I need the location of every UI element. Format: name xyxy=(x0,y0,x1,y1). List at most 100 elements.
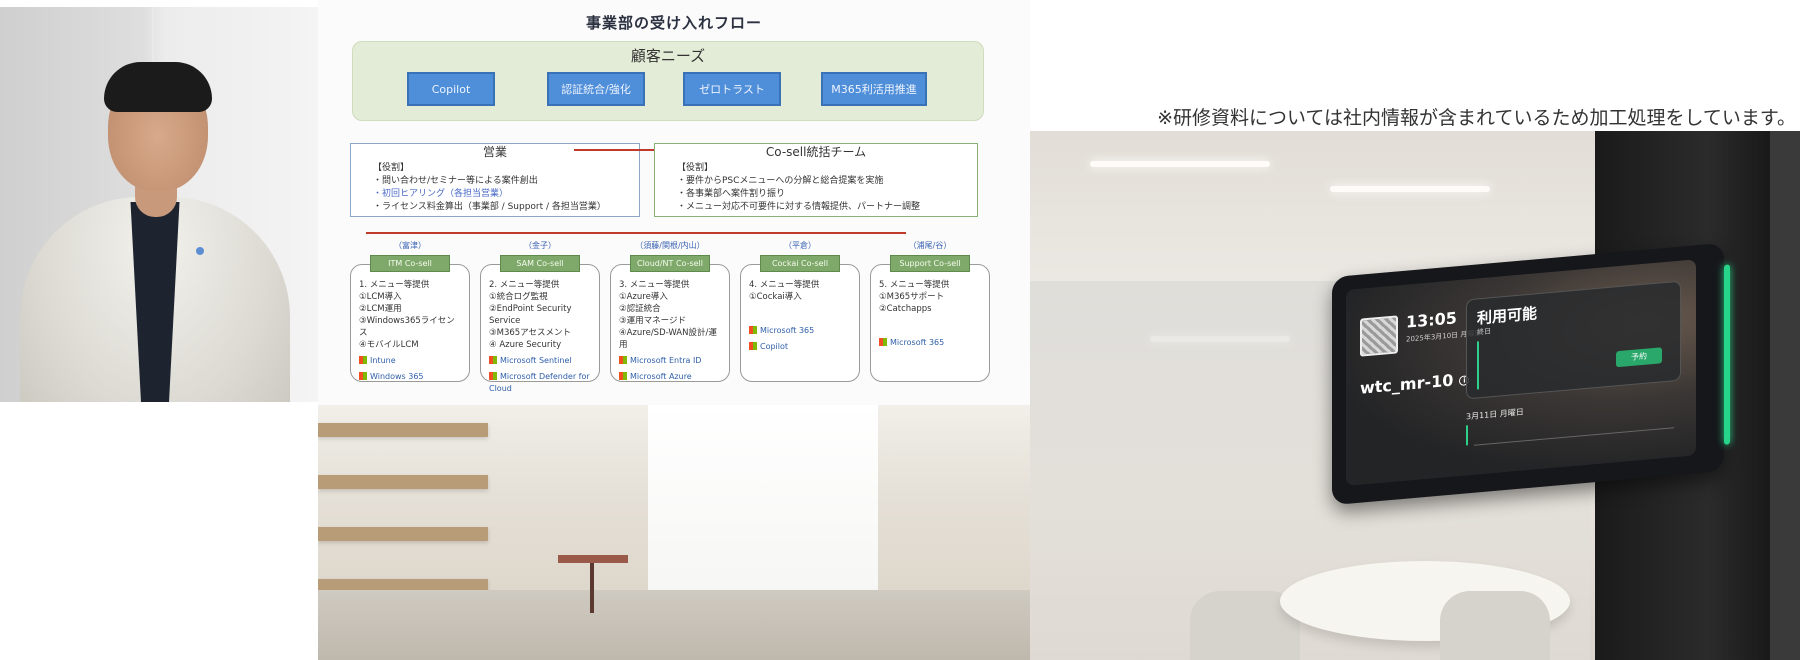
logo-text: Microsoft 365 xyxy=(890,338,945,347)
logo-text: Microsoft Entra ID xyxy=(630,356,702,365)
panel-time: 13:05 xyxy=(1406,308,1457,332)
logo-text: Copilot xyxy=(760,342,789,351)
service-line: 1. メニュー等提供 xyxy=(359,280,430,290)
service-column: （浦尾/谷） 5. メニュー等提供 ①M365サポート ②Catchapps M… xyxy=(870,236,990,382)
sales-line: ・問い合わせ/セミナー等による案件創出 xyxy=(373,176,538,186)
flow-chart-slide: 事業部の受け入れフロー 顧客ニーズ Copilot 認証統合/強化 ゼロトラスト… xyxy=(318,0,1030,405)
service-column: （平倉） 4. メニュー等提供 ①Cockai導入 Microsoft 365 … xyxy=(740,236,860,382)
pillar-edge xyxy=(1770,131,1800,660)
portrait-photo xyxy=(0,7,318,402)
chair xyxy=(1440,591,1550,660)
status-led xyxy=(1724,264,1730,445)
product-logo: Microsoft Azure xyxy=(619,371,723,383)
service-column: （金子） 2. メニュー等提供 ①統合ログ監視 ②EndPoint Securi… xyxy=(480,236,600,393)
service-line: ③M365アセスメント xyxy=(489,328,572,338)
distribution-line xyxy=(366,232,906,234)
service-line: ②EndPoint Security xyxy=(489,304,572,314)
room-name-text: wtc_mr-10 xyxy=(1360,370,1454,398)
service-box: 4. メニュー等提供 ①Cockai導入 Microsoft 365 Copil… xyxy=(740,264,860,382)
ceiling-light xyxy=(1330,186,1490,192)
sales-line: ・初回ヒアリング（各担当営業） xyxy=(373,189,509,199)
floor xyxy=(318,590,1030,660)
availability-status: 利用可能 xyxy=(1477,304,1538,328)
service-tag: Support Co-sell xyxy=(890,255,970,272)
service-line: ①LCM導入 xyxy=(359,292,402,302)
shield-logo-icon xyxy=(489,372,497,380)
column-owner: （須藤/関根/内山） xyxy=(635,241,705,250)
schedule-divider xyxy=(1474,427,1674,446)
service-box: 5. メニュー等提供 ①M365サポート ②Catchapps Microsof… xyxy=(870,264,990,382)
product-logo: Microsoft 365 xyxy=(879,337,983,349)
shelf xyxy=(318,475,488,489)
microsoft-logo-icon xyxy=(879,338,887,346)
shelf xyxy=(318,423,488,437)
service-tag: Cloud/NT Co-sell xyxy=(630,255,710,272)
service-line: ①M365サポート xyxy=(879,292,945,302)
need-copilot: Copilot xyxy=(407,72,495,106)
service-box: 2. メニュー等提供 ①統合ログ監視 ②EndPoint Security Se… xyxy=(480,264,600,393)
cosell-line: ・各事業部へ案件割り振り xyxy=(677,189,786,199)
service-line: ①Azure導入 xyxy=(619,292,668,302)
office-photo xyxy=(318,405,1030,660)
service-box: 3. メニュー等提供 ①Azure導入 ②認証統合 ③運用マネージド ④Azur… xyxy=(610,264,730,382)
sales-line: 【役割】 xyxy=(373,163,410,173)
product-logo: Copilot xyxy=(749,341,853,353)
service-line: ②LCM運用 xyxy=(359,304,402,314)
ceiling-light xyxy=(1090,161,1270,167)
cosell-title: Co-sell統括チーム xyxy=(765,145,867,159)
service-line: 5. メニュー等提供 xyxy=(879,280,950,290)
product-logo: Intune xyxy=(359,355,463,367)
book-button[interactable]: 予約 xyxy=(1616,347,1662,368)
microsoft-logo-icon xyxy=(359,356,367,364)
sales-title: 営業 xyxy=(482,145,507,159)
product-logo: Microsoft Sentinel xyxy=(489,355,593,367)
product-logo: Windows 365 xyxy=(359,371,463,383)
microsoft-logo-icon xyxy=(749,326,757,334)
status-bar xyxy=(1477,341,1479,390)
service-box: 1. メニュー等提供 ①LCM導入 ②LCM運用 ③Windows365ライセン… xyxy=(350,264,470,382)
availability-sub: 終日 xyxy=(1477,327,1491,337)
logo-text: Microsoft Azure xyxy=(630,372,692,381)
shelf xyxy=(318,527,488,541)
lapel-pin xyxy=(196,247,204,255)
service-line: ④ Azure Security xyxy=(489,340,562,350)
slide-title: 事業部の受け入れフロー xyxy=(585,14,762,32)
column-owner: （浦尾/谷） xyxy=(908,241,952,250)
cosell-line: ・メニュー対応不可要件に対する情報提供、パートナー調整 xyxy=(677,202,921,212)
logo-text: Microsoft Defender for Cloud xyxy=(489,372,590,393)
need-m365: M365利活用推進 xyxy=(821,72,927,106)
product-logo: Microsoft Defender for Cloud xyxy=(489,371,593,395)
cosell-line: 【役割】 xyxy=(677,163,714,173)
copilot-logo-icon xyxy=(749,342,757,350)
service-line: ④モバイルLCM xyxy=(359,340,419,350)
product-logo: Microsoft Entra ID xyxy=(619,355,723,367)
service-tag: Cockai Co-sell xyxy=(760,255,840,272)
table-top xyxy=(558,555,628,563)
microsoft-logo-icon xyxy=(489,356,497,364)
customer-needs-panel: 顧客ニーズ Copilot 認証統合/強化 ゼロトラスト M365利活用推進 xyxy=(352,41,984,121)
service-line: 2. メニュー等提供 xyxy=(489,280,560,290)
service-line: ③Windows365ライセンス xyxy=(359,316,455,338)
microsoft-logo-icon xyxy=(619,356,627,364)
schedule-bar xyxy=(1466,425,1468,446)
service-line: ①Cockai導入 xyxy=(749,292,802,302)
service-line: ④Azure/SD-WAN設計/運用 xyxy=(619,328,717,350)
cosell-line: ・要件からPSCメニューへの分解と総合提案を実施 xyxy=(677,176,884,186)
column-owner: （平倉） xyxy=(784,241,816,250)
need-auth: 認証統合/強化 xyxy=(547,72,645,106)
column-owner: （金子） xyxy=(524,241,556,250)
azure-logo-icon xyxy=(619,372,627,380)
availability-card: 利用可能 終日 予約 xyxy=(1466,280,1681,400)
service-line: ②認証統合 xyxy=(619,304,661,314)
service-line: ②Catchapps xyxy=(879,304,932,314)
microsoft-logo-icon xyxy=(359,372,367,380)
service-column: （須藤/関根/内山） 3. メニュー等提供 ①Azure導入 ②認証統合 ③運用… xyxy=(610,236,730,382)
need-zero-trust: ゼロトラスト xyxy=(683,72,781,106)
table-leg xyxy=(590,563,594,613)
qr-code-icon[interactable] xyxy=(1360,315,1398,357)
schedule-date: 3月11日 月曜日 xyxy=(1466,407,1524,422)
logo-text: Microsoft 365 xyxy=(760,326,815,335)
